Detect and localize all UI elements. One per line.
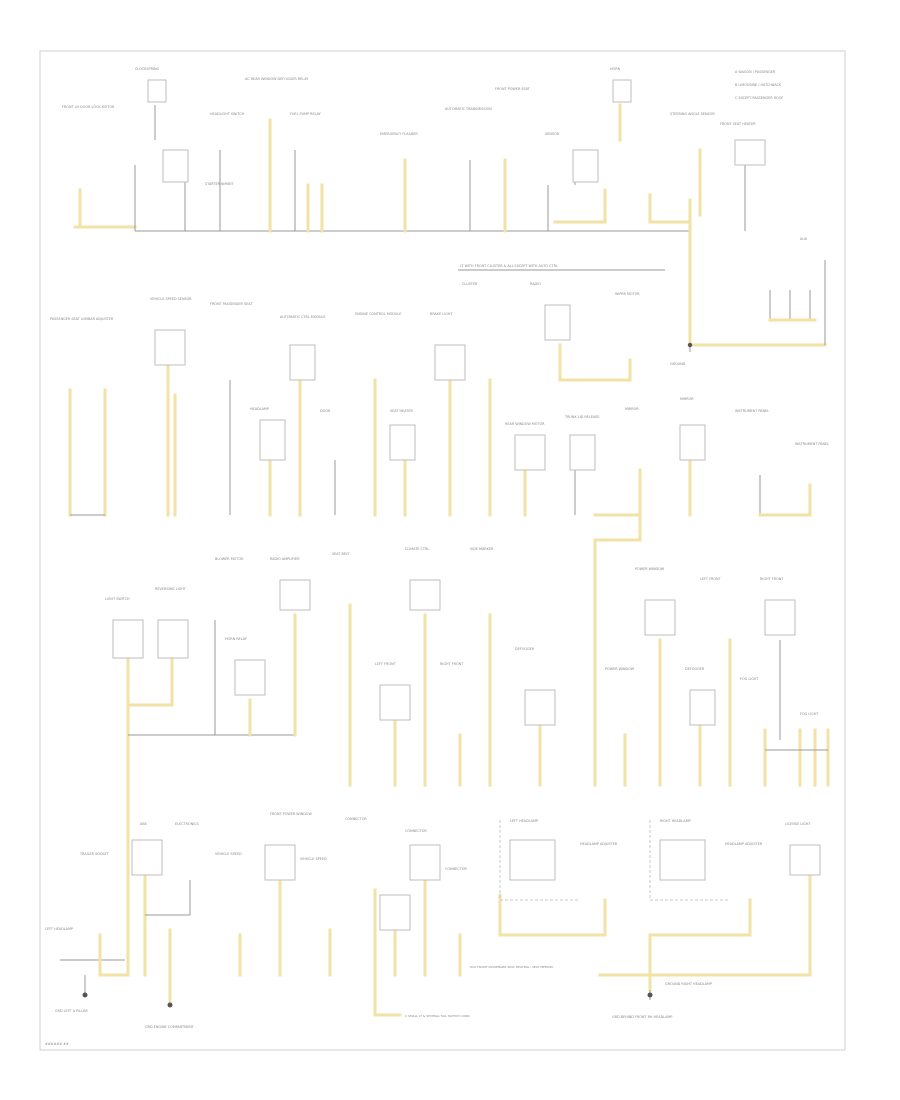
label-text: FRONT PASSENGER SEAT — [210, 302, 253, 306]
label-text: RIGHT HEADLAMP — [660, 819, 691, 823]
label-text: DOOR — [320, 409, 331, 413]
label-text: FRONT POWER SEAT — [495, 87, 531, 91]
label-text: HEADLAMP ADJUSTER — [580, 842, 618, 846]
label-text: VEHICLE SPEED — [215, 852, 242, 856]
label-text: SIDE MARKER — [470, 547, 494, 551]
label-text: TRAILER SOCKET — [79, 852, 110, 856]
label-text: WIPER MOTOR — [615, 292, 640, 296]
top-labels: FRONT LH DOOR LOCK MOTOR CLOCKSPRING HEA… — [62, 67, 808, 268]
top-wires — [78, 103, 826, 345]
ground-point — [167, 1002, 173, 1008]
label-text: FRONT LH DOOR LOCK MOTOR — [62, 105, 115, 109]
label-text: LEFT FRONT — [700, 577, 722, 581]
label-text: AUTOMATIC TRANSMISSION — [445, 107, 492, 111]
label-text: RIGHT FRONT — [440, 662, 464, 666]
label-text: SEAT BELT — [332, 552, 350, 556]
label-text: SEAT HEATER — [390, 409, 413, 413]
ground-point — [647, 992, 653, 998]
label-text: GROUND RIGHT HEADLAMP — [665, 982, 712, 986]
bottom-labels: TRAILER SOCKET ABS ELECTRONICS VEHICLE S… — [45, 812, 811, 1029]
label-text: TRUNK LID RELEASE — [564, 415, 599, 419]
label-text: LEFT HEADLAMP — [510, 819, 538, 823]
label-text: CONNECTOR — [345, 817, 367, 821]
label-text: AUTOMATIC CTRL MODULE — [280, 315, 326, 319]
label-text: ELECTRONICS — [175, 822, 199, 826]
label-text: CONNECTOR — [445, 867, 467, 871]
legend-entry: A WAGON / PASSENGER — [735, 70, 776, 74]
bottom-note: W/O FRONT PASSENGER SEAT HEATING / SEAT … — [470, 965, 554, 969]
label-text: FOG LIGHT — [740, 677, 759, 681]
top-bus — [73, 198, 827, 352]
label-text: HORN — [610, 67, 621, 71]
label-text: VEHICLE SPEED SENSOR — [150, 297, 192, 301]
bottom-components — [131, 839, 821, 931]
label-text: CLIMATE CTRL — [405, 547, 429, 551]
label-text: GRD ENGINE COMPARTMENT — [145, 1025, 195, 1029]
label-text: RADIO — [530, 282, 541, 286]
label-text: ENGINE CONTROL MODULE — [355, 312, 401, 316]
label-text: CLUSTER — [462, 282, 478, 286]
label-text: ABS — [140, 822, 147, 826]
label-text: DEFOGGER — [515, 647, 535, 651]
label-text: POWER WINDOW — [635, 567, 665, 571]
label-text: BLOWER MOTOR — [215, 557, 244, 561]
label-text: GRD BEHIND FRONT RH HEADLAMP — [612, 1015, 672, 1019]
label-text: MIRROR — [625, 407, 639, 411]
label-text: STEERING ANGLE SENSOR — [670, 112, 715, 116]
top-components — [147, 79, 766, 341]
label-text: GRD LEFT A PILLAR — [55, 1009, 88, 1013]
ground-points — [82, 342, 693, 1008]
label-text: AUX — [800, 237, 808, 241]
label-text: INSTRUMENT PANEL — [795, 442, 829, 446]
label-text: VEHICLE SPEED — [300, 857, 327, 861]
label-text: REAR WINDOW MOTOR — [505, 422, 545, 426]
diagram-frame — [39, 50, 846, 1051]
label-text: AC REAR WINDOW DEFOGGER RELAY — [245, 77, 309, 81]
label-text: LEFT HEADLAMP — [45, 927, 73, 931]
ground-point — [82, 992, 88, 998]
bottom-frames — [499, 820, 730, 901]
ground-point — [687, 342, 693, 348]
middle-labels: PASSENGER SEAT LUMBAR ADJUSTER VEHICLE S… — [50, 282, 829, 446]
label-text: FRONT SEAT HEATER — [720, 122, 756, 126]
label-text: CLOCKSPRING — [135, 67, 159, 71]
label-text: RIGHT FRONT — [760, 577, 784, 581]
label-text: FOG LIGHT — [800, 712, 819, 716]
lower-wires — [126, 603, 830, 787]
label-text: BRAKE LIGHT — [430, 312, 453, 316]
diagram-code: ###### ## — [45, 1042, 69, 1046]
label-text: MIRROR — [680, 397, 694, 401]
legend-entry: C EXCEPT PASSENGER ROOF — [735, 96, 783, 100]
label-text: GROUND — [670, 362, 686, 366]
label-text: DEFOGGER — [685, 667, 705, 671]
divider-label: LT WITH FRONT CLUSTER & ALL EXCEPT WITH … — [460, 264, 558, 268]
label-text: LEFT FRONT — [375, 662, 397, 666]
label-text: HEADLAMP ADJUSTER — [725, 842, 763, 846]
label-text: SENSOR — [545, 132, 560, 136]
label-text: RADIO AMPLIFIER — [270, 557, 300, 561]
legend-entry: B LIMOUSINE / HATCHBACK — [735, 83, 782, 87]
label-text: FUEL PUMP RELAY — [290, 112, 322, 116]
label-text: REVERSING LIGHT — [155, 587, 187, 591]
lower-labels: LIGHT SWITCH REVERSING LIGHT BLOWER MOTO… — [105, 547, 819, 716]
label-text: EMERGENCY FLASHER — [380, 132, 418, 136]
label-text: LICENSE LIGHT — [785, 822, 811, 826]
label-text: PASSENGER SEAT LUMBAR ADJUSTER — [50, 317, 114, 321]
label-text: CONNECTOR — [405, 829, 427, 833]
label-text: HORN RELAY — [225, 637, 248, 641]
middle-wires — [68, 343, 812, 787]
lower-components — [112, 579, 796, 726]
label-text: INSTRUMENT PANEL — [735, 409, 769, 413]
label-text: POWER WINDOW — [605, 667, 635, 671]
label-text: HEADLAMP — [250, 407, 269, 411]
label-text: STARTER INHIBIT — [205, 182, 234, 186]
label-text: HEADLIGHT SWITCH — [210, 112, 245, 116]
legend: A WAGON / PASSENGER B LIMOUSINE / HATCHB… — [735, 70, 783, 100]
label-text: LIGHT SWITCH — [105, 597, 130, 601]
middle-components — [154, 329, 706, 471]
label-text: FRONT POWER WINDOW — [270, 812, 312, 816]
bottom-note: C SMALL LT & SEVERAL TAIL SWITCH CONN — [405, 1014, 469, 1018]
